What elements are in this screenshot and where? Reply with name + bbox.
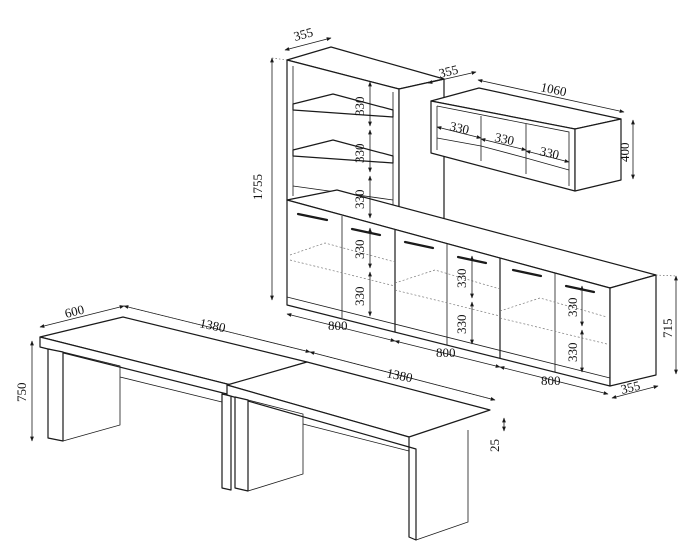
dim-credenza-shelf-upper-3: 330	[565, 298, 580, 318]
dim-bookcase-depth: 355	[292, 24, 315, 44]
dimension-labels: 355 1755 330 330 330 355 1060 400 330 33…	[14, 24, 675, 452]
dim-bookcase-height: 1755	[250, 174, 265, 200]
dim-desk-height: 750	[14, 383, 29, 403]
dim-shelf-2: 330	[352, 144, 367, 164]
dim-wall-cell-2: 330	[493, 129, 515, 148]
dim-shelf-1: 330	[352, 97, 367, 117]
dim-wall-cell-1: 330	[448, 118, 470, 137]
desks	[39, 316, 491, 541]
dim-desk-depth: 600	[63, 302, 86, 321]
dim-credenza-depth: 355	[619, 378, 642, 397]
wall-cabinet	[430, 87, 622, 192]
dim-credenza-shelf-upper-2: 330	[454, 269, 469, 289]
credenza	[286, 189, 657, 387]
dim-module-width-3: 800	[541, 373, 561, 388]
dimension-lines	[30, 37, 678, 442]
dim-shelf-3: 330	[352, 190, 367, 210]
dim-wall-cabinet-width: 1060	[539, 79, 568, 99]
dim-desk-1-length: 1380	[198, 315, 227, 335]
dim-credenza-height: 715	[660, 319, 675, 339]
dim-wall-cabinet-depth: 355	[437, 62, 460, 81]
dim-credenza-shelf-upper-1: 330	[352, 240, 367, 260]
dim-wall-cell-3: 330	[538, 143, 560, 162]
dim-module-width-1: 800	[328, 318, 348, 333]
dim-credenza-shelf-lower-2: 330	[454, 315, 469, 335]
dim-desk-top-thickness: 25	[487, 439, 502, 452]
dim-desk-2-length: 1380	[385, 365, 414, 385]
dim-module-width-2: 800	[436, 345, 456, 360]
dim-credenza-shelf-lower-3: 330	[565, 343, 580, 363]
dim-credenza-shelf-lower-1: 330	[352, 287, 367, 307]
dim-wall-cabinet-height: 400	[617, 143, 632, 163]
